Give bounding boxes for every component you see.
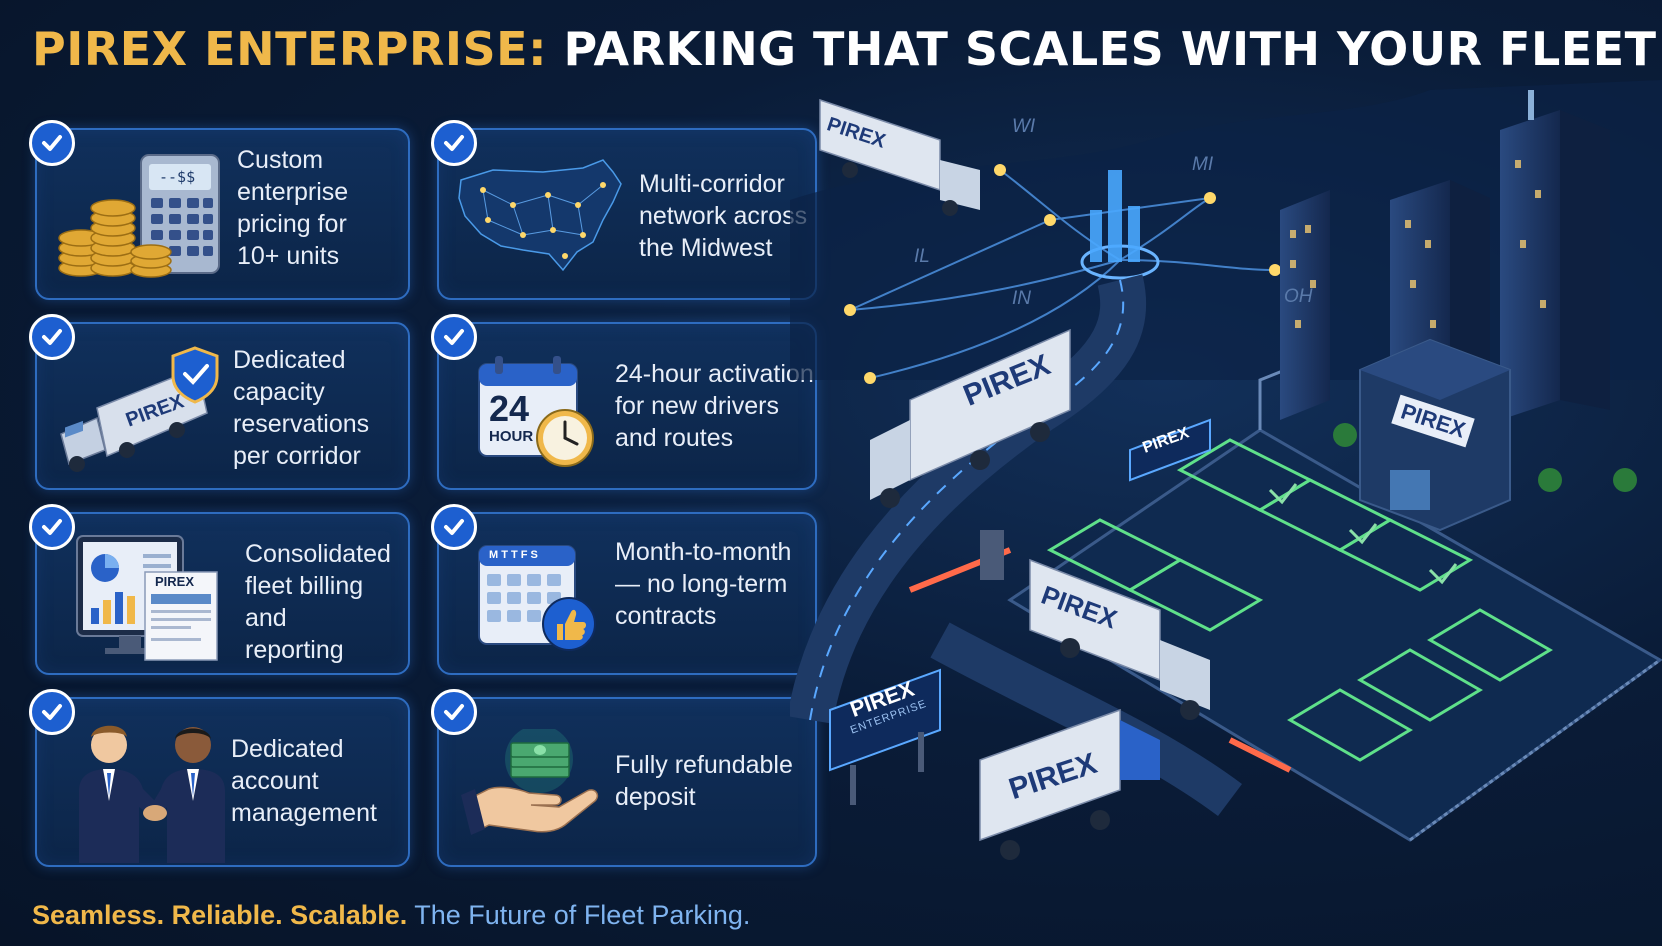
feature-card-billing: PIREX Consolidated fleet billing and rep…: [29, 504, 410, 675]
billing-report-icon: PIREX: [75, 534, 225, 669]
checkmark-icon: [29, 504, 75, 550]
calendar-thumbs-up-icon: M T T F S: [477, 540, 602, 665]
truck-middle: [870, 328, 1071, 508]
state-label-wi: WI: [1012, 116, 1036, 137]
invoice-brand-text: PIREX: [155, 574, 195, 589]
calendar-number: 24: [489, 388, 530, 429]
truck-shield-icon: PIREX: [47, 338, 227, 483]
feature-card-network: Multi-corridor network across the Midwes…: [431, 120, 817, 300]
tagline-gold: Seamless. Reliable. Scalable.: [32, 900, 408, 930]
checkmark-icon: [431, 689, 477, 735]
feature-card-contract: M T T F S Month-to-month — no long-term …: [431, 504, 817, 675]
truck-bottom: [979, 708, 1160, 860]
checkmark-icon: [29, 120, 75, 166]
feature-label-activation: 24-hour activation for new drivers and r…: [615, 360, 814, 452]
checkmark-icon: [431, 120, 477, 166]
feature-label-deposit: Fully refundable deposit: [615, 751, 793, 811]
calculator-display: --$$: [159, 168, 196, 186]
tagline: Seamless. Reliable. Scalable. The Future…: [32, 900, 750, 931]
state-label-in: IN: [1012, 288, 1031, 309]
feature-card-deposit: Fully refundable deposit: [431, 689, 817, 867]
page-title: PIREX ENTERPRISE: PARKING THAT SCALES WI…: [32, 22, 1657, 76]
us-map-network-icon: [453, 150, 628, 285]
feature-label-billing: Consolidated fleet billing and reporting: [245, 540, 391, 664]
state-label-oh: OH: [1284, 286, 1313, 307]
checkmark-icon: [431, 314, 477, 360]
tagline-blue: The Future of Fleet Parking.: [407, 900, 751, 930]
title-headline: PARKING THAT SCALES WITH YOUR FLEET: [547, 22, 1657, 76]
feature-label-contract: Month-to-month — no long-term contracts: [615, 538, 792, 630]
feature-card-capacity: PIREX Dedicated capacity reservations pe…: [29, 314, 410, 490]
checkmark-icon: [431, 504, 477, 550]
truck-lot: [1029, 558, 1210, 720]
state-label-il: IL: [914, 246, 930, 267]
feature-card-account: Dedicated account management: [29, 689, 410, 868]
money-hand-icon: [459, 725, 604, 854]
title-brand: PIREX ENTERPRISE:: [32, 22, 547, 76]
feature-card-activation: 24 HOUR 24-hour activation for new drive…: [431, 314, 817, 490]
handshake-icon: [67, 713, 237, 868]
calendar-clock-icon: 24 HOUR: [477, 354, 597, 479]
checkmark-icon: [29, 689, 75, 735]
fleet-network-illustration: WI MI IL IN OH PIREX PIREX PIREX PIREX P…: [787, 80, 1662, 895]
feature-card-pricing: --$$ Custom enterprise pricing for 10+ u…: [29, 120, 410, 300]
truck-top: [819, 98, 980, 216]
feature-label-pricing: Custom enterprise pricing for 10+ units: [237, 146, 349, 270]
feature-label-account: Dedicated account management: [231, 735, 377, 827]
calendar-word: HOUR: [489, 428, 534, 445]
state-label-mi: MI: [1192, 154, 1214, 175]
feature-label-network: Multi-corridor network across the Midwes…: [639, 170, 808, 262]
coins-calculator-icon: --$$: [51, 150, 221, 290]
calendar-header-text: M T T F S: [489, 549, 538, 561]
feature-label-capacity: Dedicated capacity reservations per corr…: [233, 346, 370, 470]
checkmark-icon: [29, 314, 75, 360]
